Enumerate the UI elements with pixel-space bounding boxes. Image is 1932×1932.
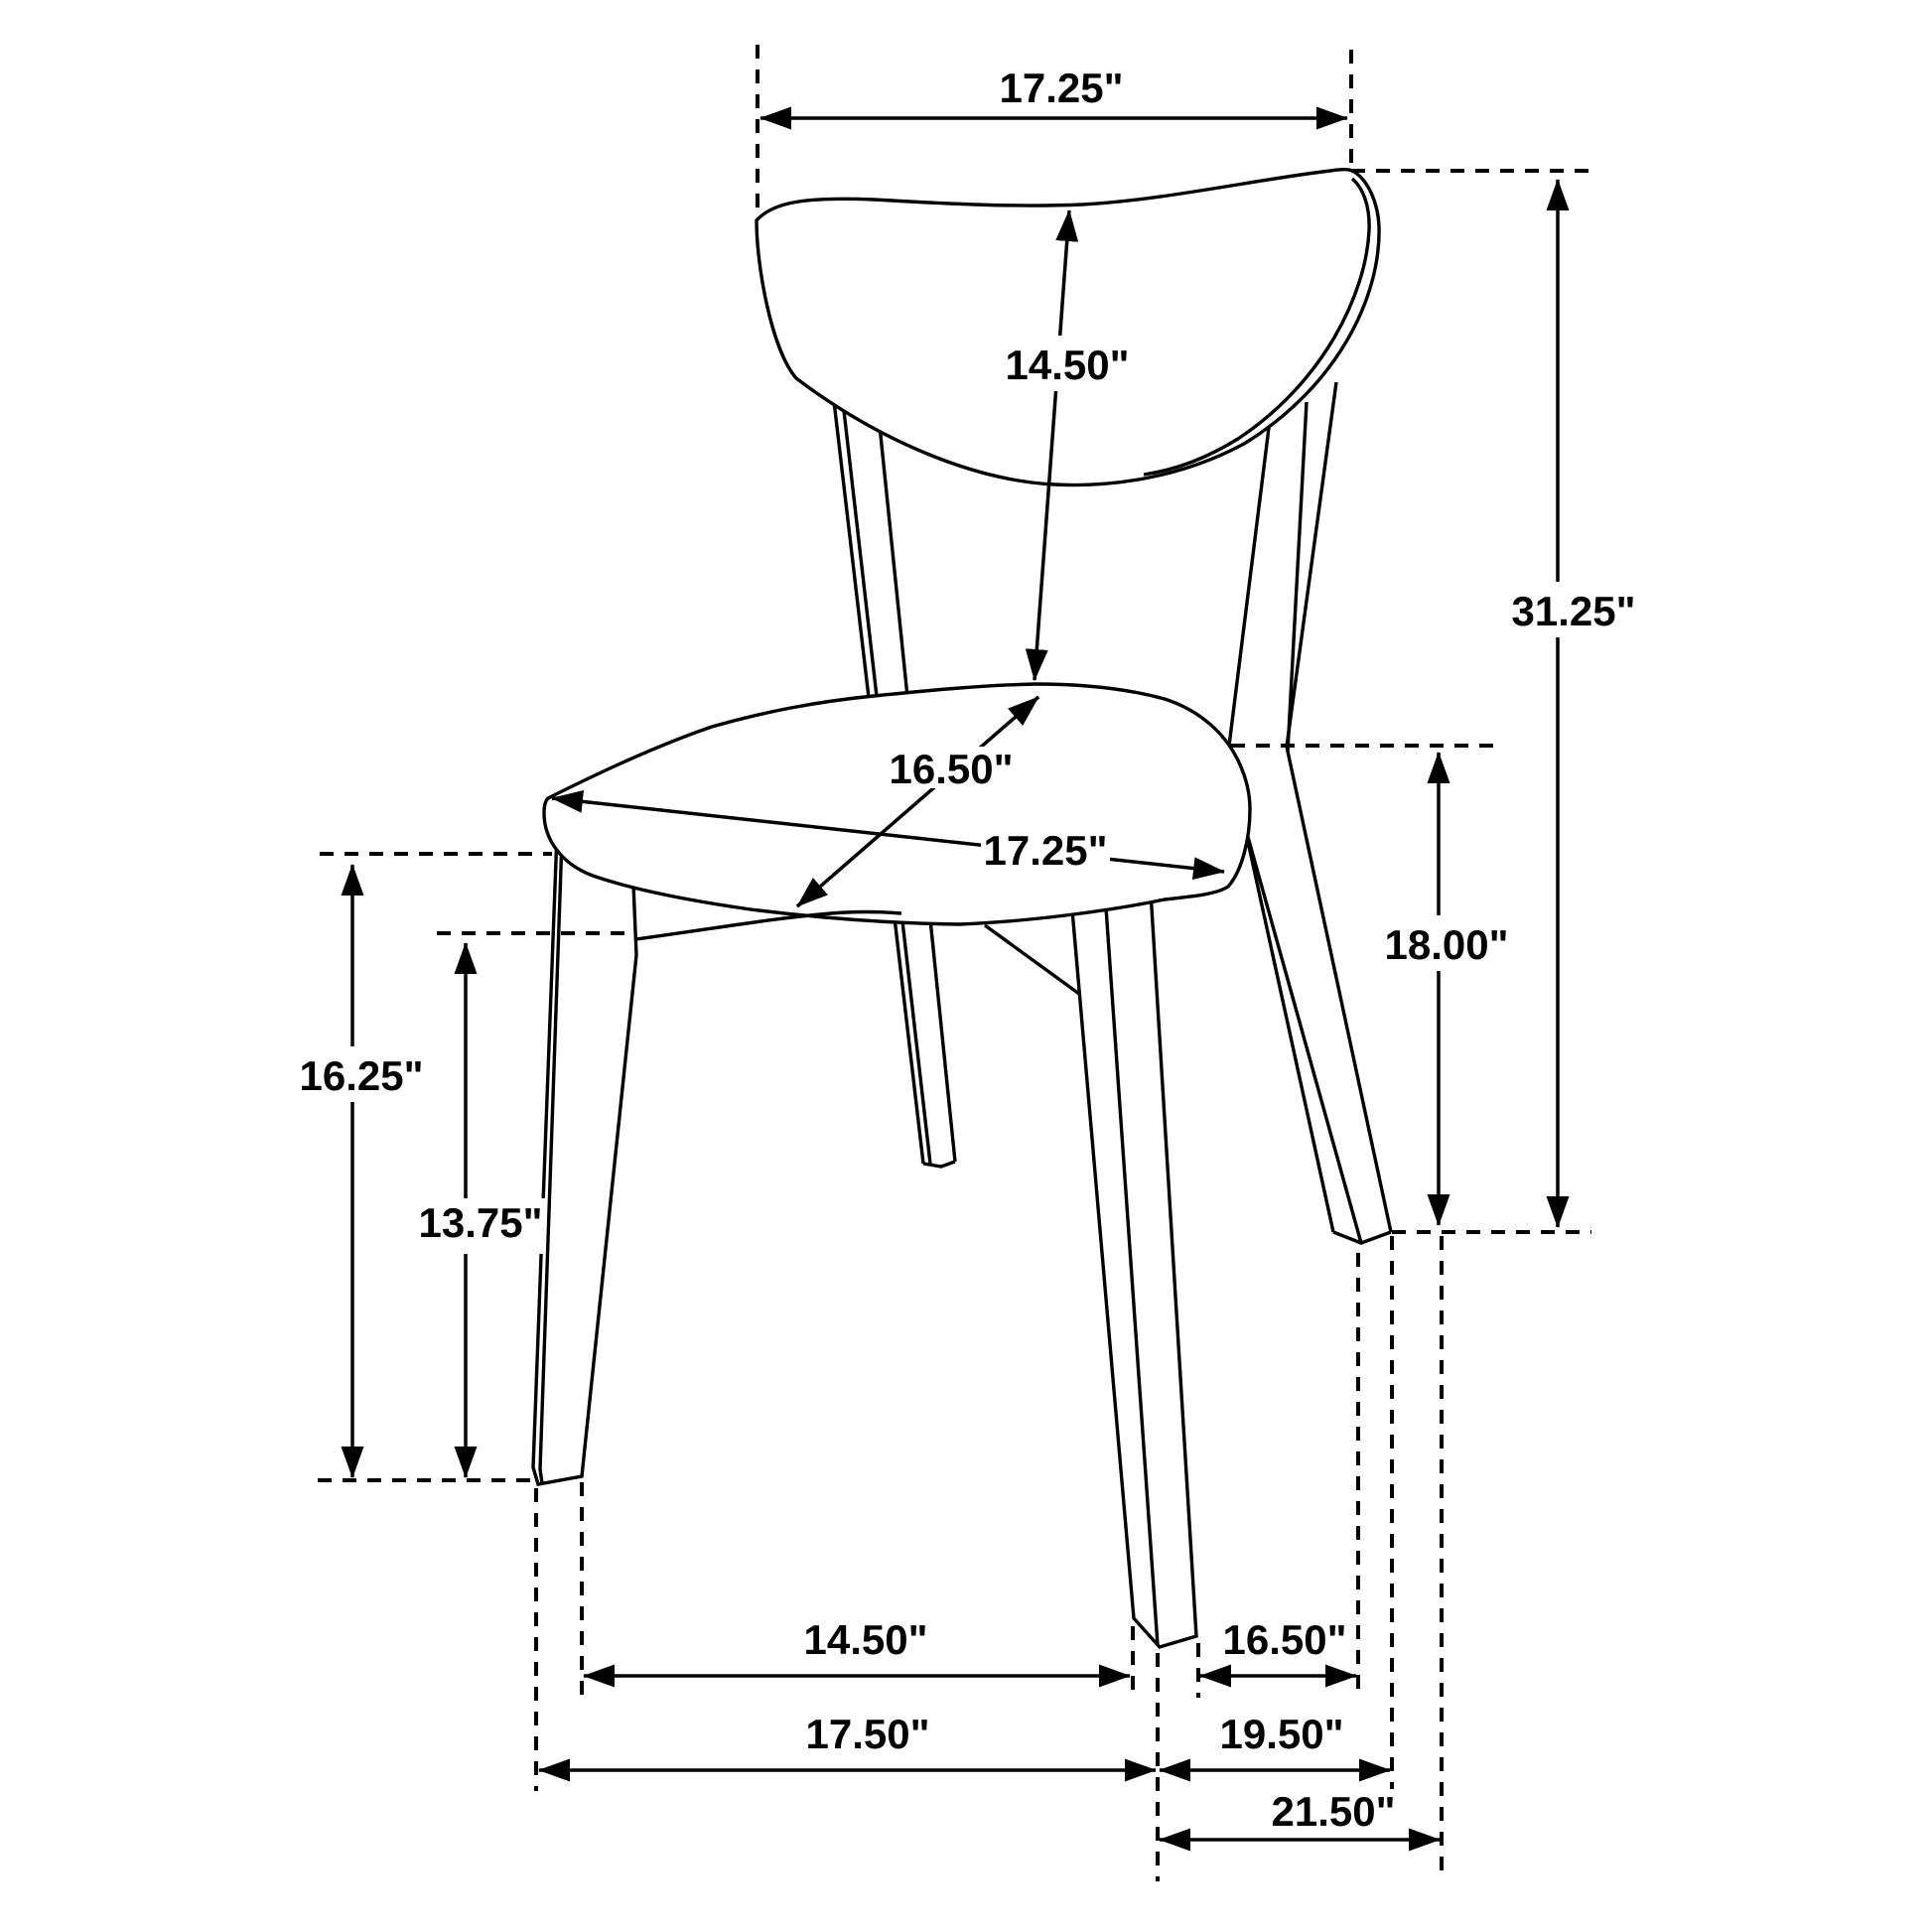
- svg-text:16.50": 16.50": [1222, 1616, 1346, 1663]
- svg-text:16.50": 16.50": [889, 746, 1013, 792]
- svg-text:17.25": 17.25": [999, 65, 1123, 111]
- svg-text:13.75": 13.75": [418, 1199, 542, 1246]
- svg-text:21.50": 21.50": [1271, 1788, 1395, 1835]
- svg-text:18.00": 18.00": [1384, 921, 1508, 968]
- svg-text:14.50": 14.50": [1005, 342, 1129, 388]
- svg-text:17.25": 17.25": [983, 827, 1107, 874]
- svg-text:17.50": 17.50": [805, 1711, 929, 1757]
- svg-text:19.50": 19.50": [1219, 1711, 1343, 1757]
- svg-text:16.25": 16.25": [299, 1052, 423, 1099]
- svg-text:31.25": 31.25": [1511, 588, 1635, 634]
- svg-text:14.50": 14.50": [803, 1616, 927, 1663]
